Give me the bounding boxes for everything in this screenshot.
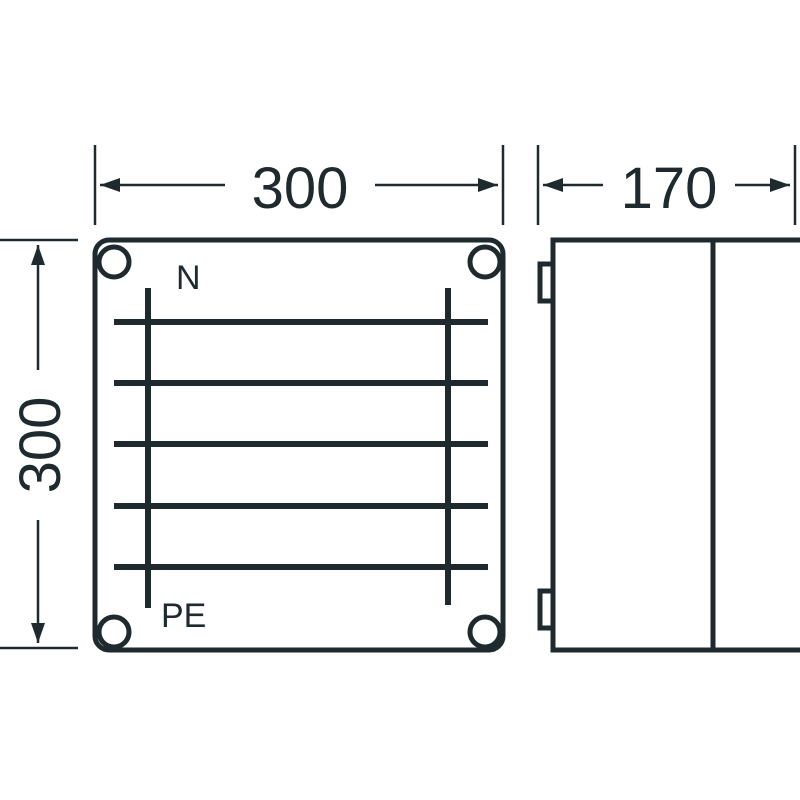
height-value: 300 bbox=[8, 397, 73, 494]
mounting-hole-bottom-left bbox=[96, 614, 132, 650]
protective-earth-label: PE bbox=[161, 597, 206, 635]
neutral-label: N bbox=[176, 259, 201, 297]
width-value: 300 bbox=[252, 156, 349, 221]
mounting-hole-top-right bbox=[467, 244, 503, 280]
front-view: N PE bbox=[92, 237, 506, 653]
mounting-hole-top-left bbox=[96, 244, 132, 280]
mounting-hole-bottom-right bbox=[467, 614, 503, 650]
side-view bbox=[537, 237, 800, 653]
side-enclosure-outline bbox=[550, 237, 800, 653]
hinge-bottom bbox=[537, 588, 556, 631]
width-dimension: 300 bbox=[93, 145, 505, 225]
depth-dimension: 170 bbox=[536, 145, 797, 225]
height-dimension: 300 bbox=[0, 238, 78, 650]
front-enclosure-outline bbox=[92, 237, 506, 653]
hinge-top bbox=[537, 261, 556, 304]
depth-value: 170 bbox=[621, 156, 718, 221]
